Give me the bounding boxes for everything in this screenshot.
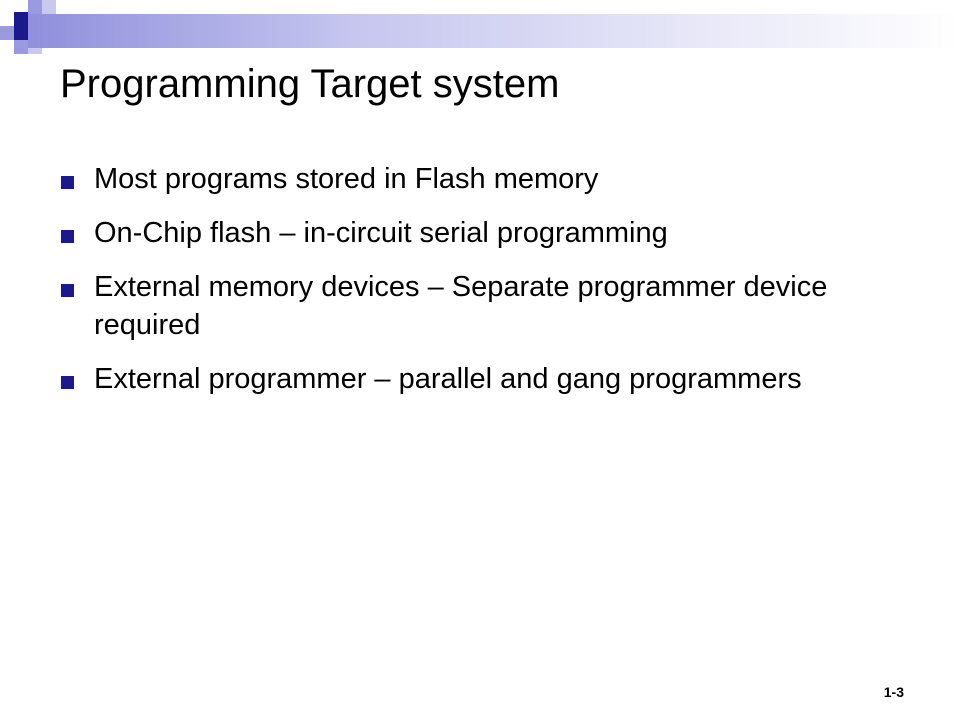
- bullet-item: On-Chip flash – in-circuit serial progra…: [60, 214, 880, 252]
- bullet-text: Most programs stored in Flash memory: [94, 163, 599, 195]
- square-bullet-icon: [61, 284, 74, 297]
- slide-title: Programming Target system: [60, 62, 560, 106]
- decor-square-icon: [14, 12, 28, 26]
- bullet-text: External programmer – parallel and gang …: [94, 363, 802, 395]
- square-bullet-icon: [61, 230, 74, 243]
- header-band: [28, 14, 960, 48]
- bullet-item: Most programs stored in Flash memory: [60, 160, 880, 198]
- decor-square-icon: [0, 26, 14, 40]
- decor-square-icon: [28, 0, 42, 14]
- decor-square-icon: [14, 26, 28, 40]
- bullet-list: Most programs stored in Flash memory On-…: [60, 160, 880, 414]
- square-bullet-icon: [61, 376, 74, 389]
- decor-square-icon: [42, 0, 56, 14]
- square-bullet-icon: [61, 176, 74, 189]
- decor-square-icon: [14, 40, 28, 54]
- bullet-text: External memory devices – Separate progr…: [94, 271, 828, 341]
- bullet-item: External programmer – parallel and gang …: [60, 360, 880, 398]
- bullet-text: On-Chip flash – in-circuit serial progra…: [94, 217, 668, 249]
- bullet-item: External memory devices – Separate progr…: [60, 268, 880, 344]
- page-number: 1-3: [883, 684, 904, 700]
